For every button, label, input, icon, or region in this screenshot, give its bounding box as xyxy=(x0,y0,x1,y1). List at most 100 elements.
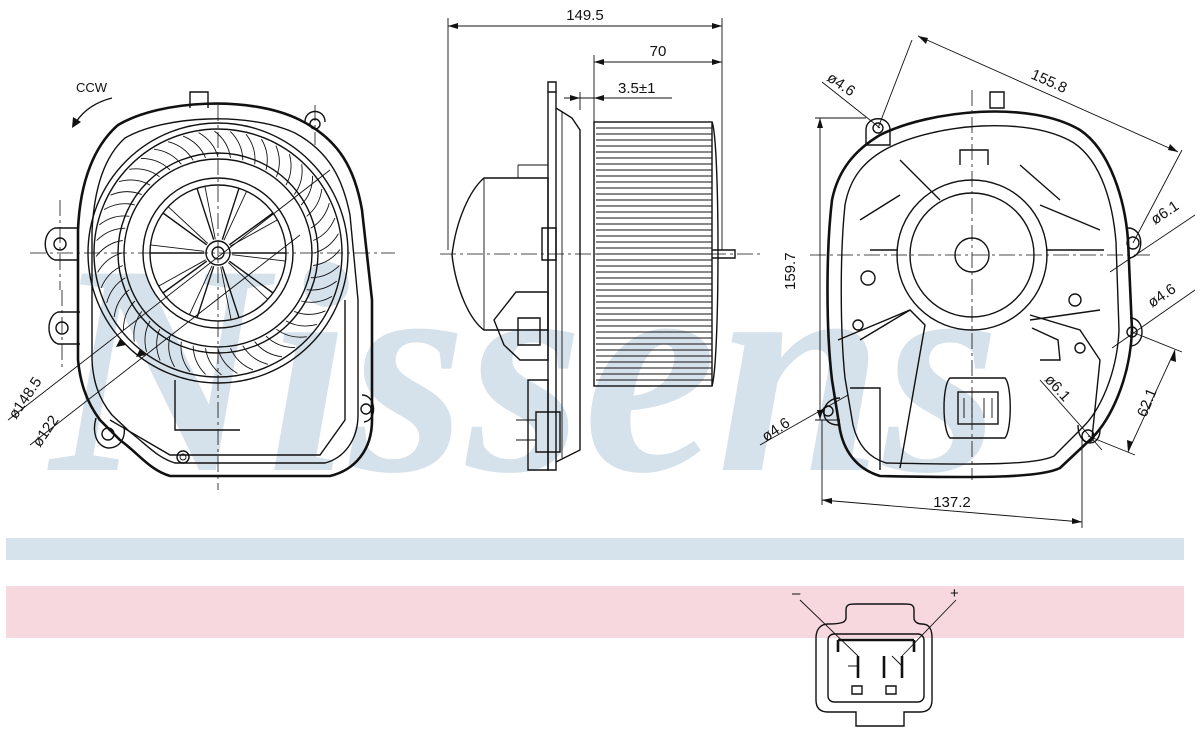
wheel-blade xyxy=(167,141,194,161)
width-label: 137.2 xyxy=(933,494,971,511)
hub-spoke xyxy=(228,212,274,246)
hub-spoke-edge xyxy=(231,254,286,262)
width-dim xyxy=(821,499,1083,523)
wheel-blade xyxy=(276,328,307,338)
hub-spoke-edge xyxy=(158,259,207,287)
back-view: 155.8 159.7 137.2 62.1 ø4.6 ø6.1 ø4.6 ø4… xyxy=(759,35,1196,528)
hub-spoke xyxy=(228,260,274,294)
hub-spoke-edge xyxy=(227,262,269,300)
ccw-arrow xyxy=(75,97,113,123)
hub-spoke xyxy=(162,260,208,294)
minus-label: – xyxy=(792,585,801,602)
wheel-blade xyxy=(103,203,136,210)
band-pink xyxy=(6,586,1184,638)
front-screw xyxy=(176,450,190,464)
span-dim xyxy=(917,35,1179,153)
wheel-blade xyxy=(275,145,280,177)
wheel-blade xyxy=(106,277,126,304)
hole-right-mid-label: ø4.6 xyxy=(1145,280,1179,311)
hub-spoke-edge xyxy=(150,244,205,252)
wheel-blade xyxy=(230,348,254,371)
wheel-blade xyxy=(153,148,182,165)
wheel-blade xyxy=(122,300,136,331)
wheel-blade xyxy=(100,265,123,289)
wheel-blade xyxy=(265,335,296,349)
hole-right-mid xyxy=(1126,317,1143,347)
wheel-blade xyxy=(310,265,340,279)
wheel-blade xyxy=(285,320,318,327)
front-view: CCW ø148.5 ø122 xyxy=(5,80,395,490)
hub-spoke xyxy=(196,188,215,240)
wheel-blade xyxy=(261,138,268,171)
hole-bottom-right-label: ø6.1 xyxy=(1041,371,1074,405)
hub-spoke-edge xyxy=(223,191,248,241)
side-shaft xyxy=(712,249,736,259)
hole-top-left-label: ø4.6 xyxy=(824,69,858,100)
side-bracket xyxy=(493,291,549,361)
hub-spoke xyxy=(221,266,240,318)
wheel-blade xyxy=(217,348,238,374)
wheel-blade xyxy=(230,131,244,161)
wheel-blade xyxy=(144,320,151,353)
wheel-blade xyxy=(310,202,330,229)
hub-spoke-edge xyxy=(167,206,209,244)
wheel-blade xyxy=(285,153,292,186)
wheel-blade xyxy=(306,280,337,291)
connector-socket xyxy=(827,633,925,703)
hub-spoke xyxy=(221,188,240,240)
lower-offset-label: 62.1 xyxy=(1134,386,1161,419)
hole-right-upper-label: ø6.1 xyxy=(1148,197,1182,228)
wheel-blade xyxy=(313,217,336,241)
front-housing-outline xyxy=(76,102,374,478)
wheel-blade xyxy=(242,345,269,365)
wheel-blade xyxy=(110,191,142,196)
wheel-blade xyxy=(156,329,161,361)
hub-spoke xyxy=(162,212,208,246)
side-view: 149.5 70 3.5±1 xyxy=(440,7,760,471)
wheel-blade xyxy=(300,175,314,206)
connector-body xyxy=(815,603,933,727)
wheel-blade xyxy=(313,233,339,254)
wheel-blade xyxy=(214,130,231,158)
inner-diameter-leader xyxy=(29,234,301,446)
back-lower-panel xyxy=(837,309,1101,469)
minus-leader xyxy=(799,599,859,657)
ccw-arrow-head xyxy=(72,117,81,128)
span-label: 155.8 xyxy=(1028,66,1069,97)
hub-spokes xyxy=(150,186,286,320)
wheel-blade xyxy=(118,179,151,186)
wheel-blade xyxy=(95,240,123,257)
wheel-blade xyxy=(245,134,256,165)
plus-leader xyxy=(901,599,957,657)
hub-spoke-edge xyxy=(188,265,213,315)
wheel-blade xyxy=(99,215,130,226)
wheel-blade xyxy=(140,157,171,171)
front-scroll xyxy=(109,300,346,456)
wheel-blades xyxy=(95,130,341,376)
hub-spoke-edge xyxy=(204,186,216,240)
wheel-blade xyxy=(133,311,143,342)
wheel-blade xyxy=(313,249,341,266)
side-wheel-fins xyxy=(596,127,712,381)
overall-width-label: 149.5 xyxy=(566,7,604,24)
front-housing-inner xyxy=(91,118,359,464)
rotation-label: CCW xyxy=(76,80,108,95)
wheel-blade xyxy=(168,335,175,368)
wheel-blade xyxy=(306,188,323,217)
outer-diameter-label: ø148.5 xyxy=(5,374,45,422)
hole-top-left xyxy=(865,118,891,146)
front-mount-ear-right-bottom xyxy=(360,394,375,423)
wheel-blade xyxy=(300,296,333,303)
connector-detail: – + xyxy=(792,585,959,727)
outer-diameter-leader xyxy=(7,169,331,421)
back-connector xyxy=(943,377,1011,439)
side-motor-cap xyxy=(451,177,549,331)
wheel-blade xyxy=(205,348,222,376)
wheel-blade xyxy=(180,341,191,372)
wheel-width-label: 70 xyxy=(650,43,667,60)
wheel-blade xyxy=(198,132,219,158)
wheel-blade xyxy=(192,345,206,375)
wheel-blade xyxy=(294,310,326,315)
front-mount-ear-bottom-left xyxy=(93,417,126,449)
